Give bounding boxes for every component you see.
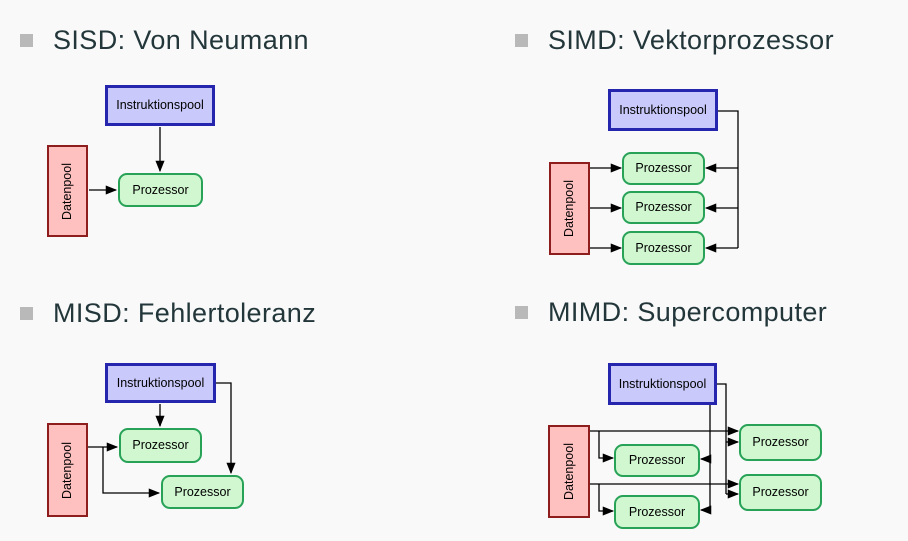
sisd-header: SISD: Von Neumann [20, 25, 309, 56]
processor-box: Prozessor [119, 428, 202, 463]
instruction-pool-label: Instruktionspool [619, 102, 707, 117]
processor-box: Prozessor [739, 474, 822, 511]
processor-box: Prozessor [622, 152, 705, 185]
bullet-square-icon [515, 34, 528, 47]
simd-connectors [590, 110, 739, 253]
instruction-pool-box: Instruktionspool [105, 85, 215, 126]
simd-title: SIMD: Vektorprozessor [548, 25, 834, 55]
processor-box: Prozessor [614, 444, 700, 477]
processor-label: Prozessor [628, 504, 686, 519]
instruction-bus-line [718, 110, 739, 248]
bullet-square-icon [20, 34, 33, 47]
processor-box: Prozessor [118, 173, 203, 207]
bullet-square-icon [20, 307, 33, 320]
data-pool-box: Datenpool [47, 145, 88, 237]
simd-header: SIMD: Vektorprozessor [515, 25, 834, 56]
misd-connectors [88, 382, 236, 498]
quadrant-simd: SIMD: Vektorprozessor Instruktionspool D… [454, 0, 908, 270]
processor-label: Prozessor [635, 161, 692, 176]
mimd-connectors [590, 383, 740, 516]
bullet-square-icon [515, 306, 528, 319]
data-arrow [598, 484, 615, 516]
misd-title: MISD: Fehlertoleranz [53, 298, 317, 328]
data-pool-box: Datenpool [548, 425, 590, 518]
processor-label: Prozessor [752, 485, 809, 500]
instruction-pool-box: Instruktionspool [105, 363, 216, 403]
processor-box: Prozessor [161, 475, 244, 509]
processor-box: Prozessor [622, 191, 705, 224]
quadrant-sisd: SISD: Von Neumann Instruktionspool Daten… [0, 0, 454, 270]
quadrant-misd: MISD: Fehlertoleranz Instruktionspool Da… [0, 270, 454, 541]
misd-header: MISD: Fehlertoleranz [20, 298, 316, 329]
processor-label: Prozessor [635, 200, 692, 215]
processor-box: Prozessor [614, 495, 700, 529]
instruction-pool-label: Instruktionspool [618, 376, 707, 391]
processor-label: Prozessor [174, 484, 231, 499]
sisd-title: SISD: Von Neumann [53, 25, 309, 55]
processor-box: Prozessor [622, 231, 705, 265]
quadrant-mimd: MIMD: Supercomputer Instruktionsp [454, 270, 908, 541]
data-pool-box: Datenpool [549, 162, 590, 255]
processor-box: Prozessor [739, 424, 822, 461]
data-pool-label: Datenpool [60, 162, 75, 220]
instruction-bus-line [717, 383, 727, 494]
instruction-pool-box: Instruktionspool [608, 89, 718, 131]
data-pool-label: Datenpool [561, 443, 576, 500]
data-pool-box: Datenpool [47, 423, 88, 517]
instruction-pool-label: Instruktionspool [116, 98, 204, 113]
processor-label: Prozessor [752, 435, 809, 450]
data-pool-label: Datenpool [60, 441, 75, 499]
instruction-pool-box: Instruktionspool [608, 363, 717, 405]
processor-label: Prozessor [635, 240, 692, 255]
data-arrow [102, 447, 161, 498]
processor-label: Prozessor [132, 438, 189, 453]
processor-label: Prozessor [628, 453, 686, 468]
data-arrow [598, 431, 615, 463]
data-pool-label: Datenpool [562, 180, 577, 237]
mimd-header: MIMD: Supercomputer [515, 297, 827, 328]
processor-label: Prozessor [132, 182, 189, 197]
instruction-arrow [216, 382, 236, 475]
mimd-title: MIMD: Supercomputer [548, 297, 828, 327]
instruction-pool-label: Instruktionspool [116, 375, 205, 390]
sisd-connectors [89, 127, 165, 195]
